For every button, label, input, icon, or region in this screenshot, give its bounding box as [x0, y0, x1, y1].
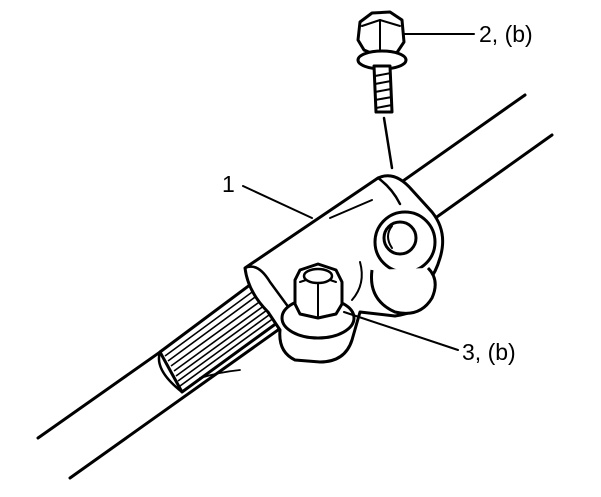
clamp-slot-line: [329, 199, 373, 219]
leader-lines: [242, 33, 475, 351]
clamp-collar-edge: [243, 265, 294, 314]
spline-mark: [199, 369, 241, 379]
clamp-hole: [382, 220, 418, 256]
leader-3: [343, 311, 459, 351]
clamp-web-line: [351, 261, 363, 301]
callout-2: 2, (b): [479, 21, 533, 47]
pinch-bolt: [280, 262, 356, 340]
leader-1: [242, 185, 313, 219]
clamp-top-ridge: [376, 176, 402, 206]
upper-bolt-guide-line: [382, 116, 394, 170]
clamp-lower-lug: [369, 266, 437, 315]
clamp-hole-shadow: [387, 225, 393, 249]
pinch-bolt-top: [302, 267, 334, 285]
upper-bolt: [356, 10, 408, 170]
spline-end: [157, 350, 184, 394]
callout-3: 3, (b): [462, 339, 516, 365]
upper-bolt-shank: [372, 64, 394, 114]
callout-1: 1: [222, 171, 235, 197]
